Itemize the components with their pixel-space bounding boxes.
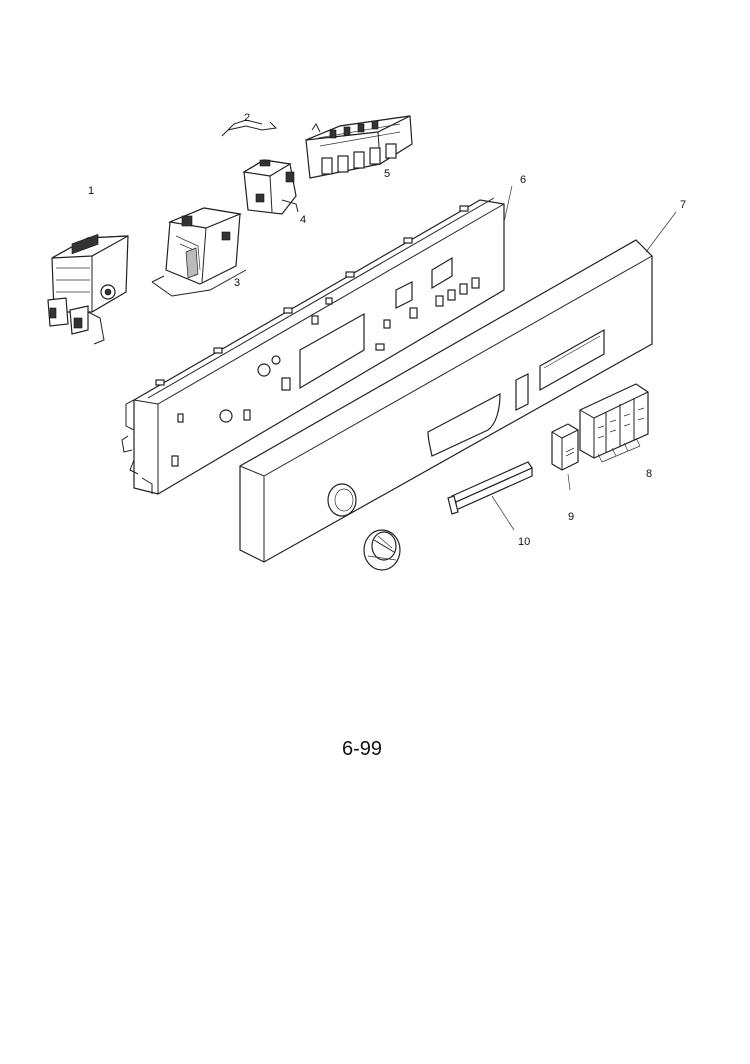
callout-label-6: 6 [520,174,526,186]
callout-label-4: 4 [300,214,306,226]
part-9-single-button [551,423,579,491]
callout-label-5: 5 [384,168,390,180]
callout-label-7: 7 [680,199,686,211]
part-5-pushbutton-switch [305,115,413,179]
callout-label-10: 10 [518,536,530,548]
part-4-switch-block [242,159,299,215]
callout-label-9: 9 [568,511,574,523]
part-2-wire-clip [221,119,278,137]
control-knob [363,529,401,571]
part-7-front-panel [239,239,653,563]
page-number: 6-99 [342,738,382,760]
callout-label-1: 1 [88,185,94,197]
part-3-switch-housing [151,207,247,297]
part-8-button-set [579,383,649,463]
part-6-control-panel-frame [121,197,505,495]
callout-label-2: 2 [244,112,250,124]
callout-label-3: 3 [234,277,240,289]
leader-lines [503,185,677,253]
part-10-trim-strip [447,461,533,531]
callout-label-8: 8 [646,468,652,480]
part-1-timer-module [47,233,129,345]
